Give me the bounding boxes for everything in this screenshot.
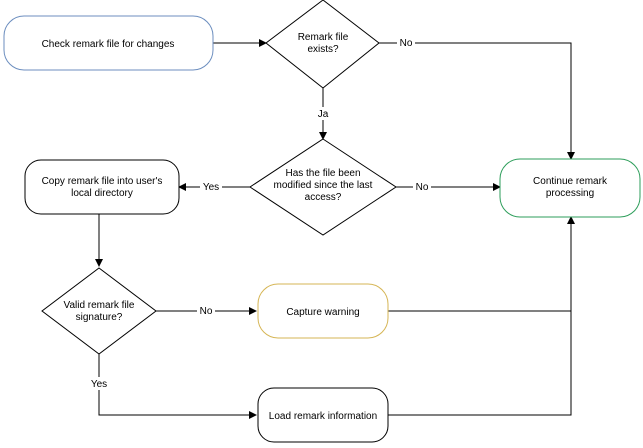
edge-label-exists-yes: Ja	[314, 107, 332, 120]
node-text-line: Copy remark file into user's	[42, 176, 163, 187]
node-text-line: processing	[546, 188, 594, 199]
node-text-line: Valid remark file	[64, 300, 135, 311]
node-text-line: exists?	[307, 44, 339, 55]
node-text-line: Has the file been	[285, 168, 360, 179]
edge-exists-no	[379, 42, 575, 160]
node-text-line: Load remark information	[269, 411, 377, 422]
node-text-line: Continue remark	[533, 176, 608, 187]
edge-label-valid-no: No	[197, 304, 215, 317]
node-text-line: local directory	[71, 188, 133, 199]
svg-text:Yes: Yes	[203, 182, 219, 193]
svg-text:No: No	[416, 182, 429, 193]
node-text-line: Check remark file for changes	[42, 39, 175, 50]
edge-label-modified-yes: Yes	[200, 180, 222, 193]
node-text-line: modified since the last	[274, 180, 373, 191]
edge-label-exists-no: No	[397, 36, 415, 49]
svg-text:Yes: Yes	[91, 379, 107, 390]
svg-text:No: No	[200, 306, 213, 317]
edge-label-modified-no: No	[413, 180, 431, 193]
edge-labels: No Ja Yes No No Yes	[88, 36, 431, 390]
node-load: Load remark information	[257, 387, 389, 443]
edge-load-to-continue	[388, 216, 575, 416]
node-warning: Capture warning	[257, 283, 389, 339]
node-text-line: signature?	[76, 312, 123, 323]
node-warning-text: Capture warning	[286, 307, 359, 318]
node-text-line: Remark file	[298, 32, 349, 43]
node-start-text: Check remark file for changes	[42, 39, 175, 50]
node-text-line: Capture warning	[286, 307, 359, 318]
edge-label-valid-yes: Yes	[88, 377, 110, 390]
edge-valid-yes	[98, 354, 257, 419]
edges	[95, 39, 575, 419]
node-text-line: access?	[305, 192, 342, 203]
node-load-text: Load remark information	[269, 411, 377, 422]
svg-text:No: No	[400, 38, 413, 49]
svg-text:Ja: Ja	[318, 109, 329, 120]
node-start: Check remark file for changes	[3, 15, 214, 71]
